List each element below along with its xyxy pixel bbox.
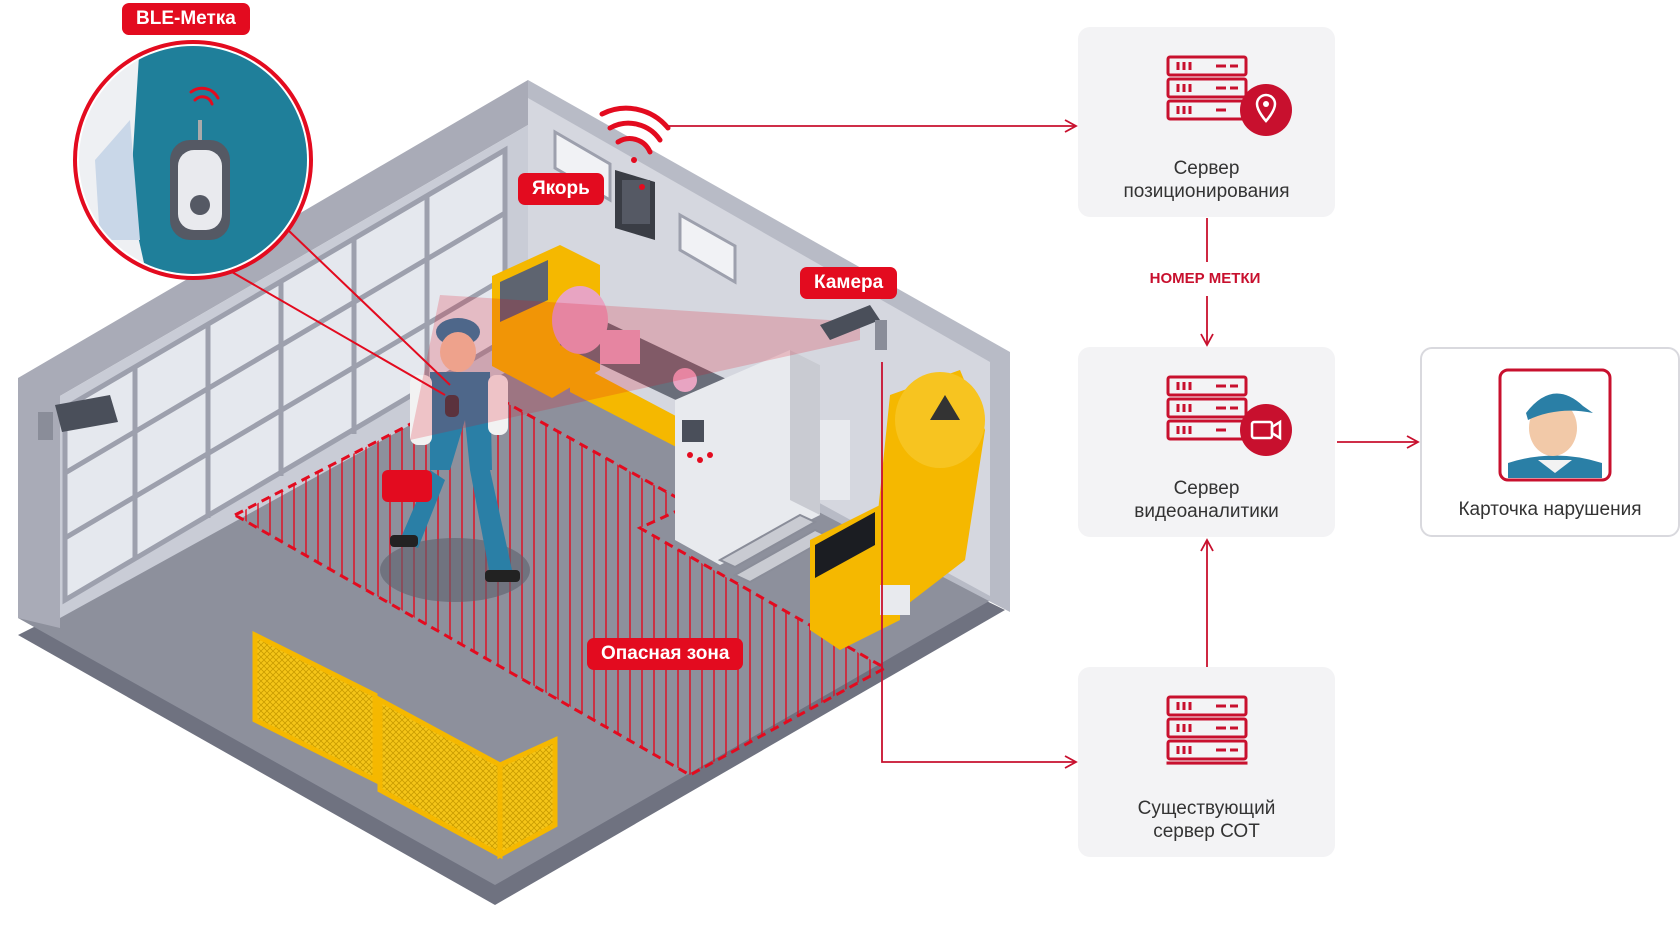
tag-number-label: НОМЕР МЕТКИ [1149, 270, 1261, 287]
ble-tag-label: BLE-Метка [122, 3, 250, 35]
camera-label: Камера [800, 267, 898, 299]
ble-zoom-circle [73, 40, 451, 396]
violation-card-label: Карточка нарушения [1458, 499, 1642, 520]
danger-zone-label: Опасная зона [587, 638, 744, 670]
violation-card: Карточка нарушения [1420, 347, 1680, 537]
sot-server-label: Существующий сервер СОТ [1137, 798, 1276, 842]
analytics-server-label: Сервер видеоаналитики [1134, 478, 1279, 522]
camera-view-cone [410, 295, 860, 440]
arrow-camera-to-sot [881, 362, 1078, 769]
wifi-icon [599, 105, 671, 163]
anchor-device [615, 170, 655, 240]
server-location-icon [1166, 55, 1292, 136]
press-machine [810, 370, 985, 650]
positioning-server-card: Сервер позиционирования [1078, 27, 1335, 217]
sot-server-card: Существующий сервер СОТ [1078, 667, 1335, 857]
server-icon [1166, 695, 1248, 765]
worker [382, 318, 520, 582]
anchor-label: Якорь [518, 173, 604, 205]
flow-arrows [668, 119, 1420, 769]
worker-avatar-icon [1498, 368, 1612, 482]
pipes [717, 513, 833, 584]
safety-fence [252, 630, 558, 860]
side-camera-device [38, 395, 118, 440]
analytics-server-card: Сервер видеоаналитики [1078, 347, 1335, 537]
server-video-icon [1166, 375, 1292, 456]
camera-device [820, 305, 887, 350]
positioning-server-label: Сервер позиционирования [1123, 158, 1290, 202]
control-cabinet [675, 350, 820, 565]
